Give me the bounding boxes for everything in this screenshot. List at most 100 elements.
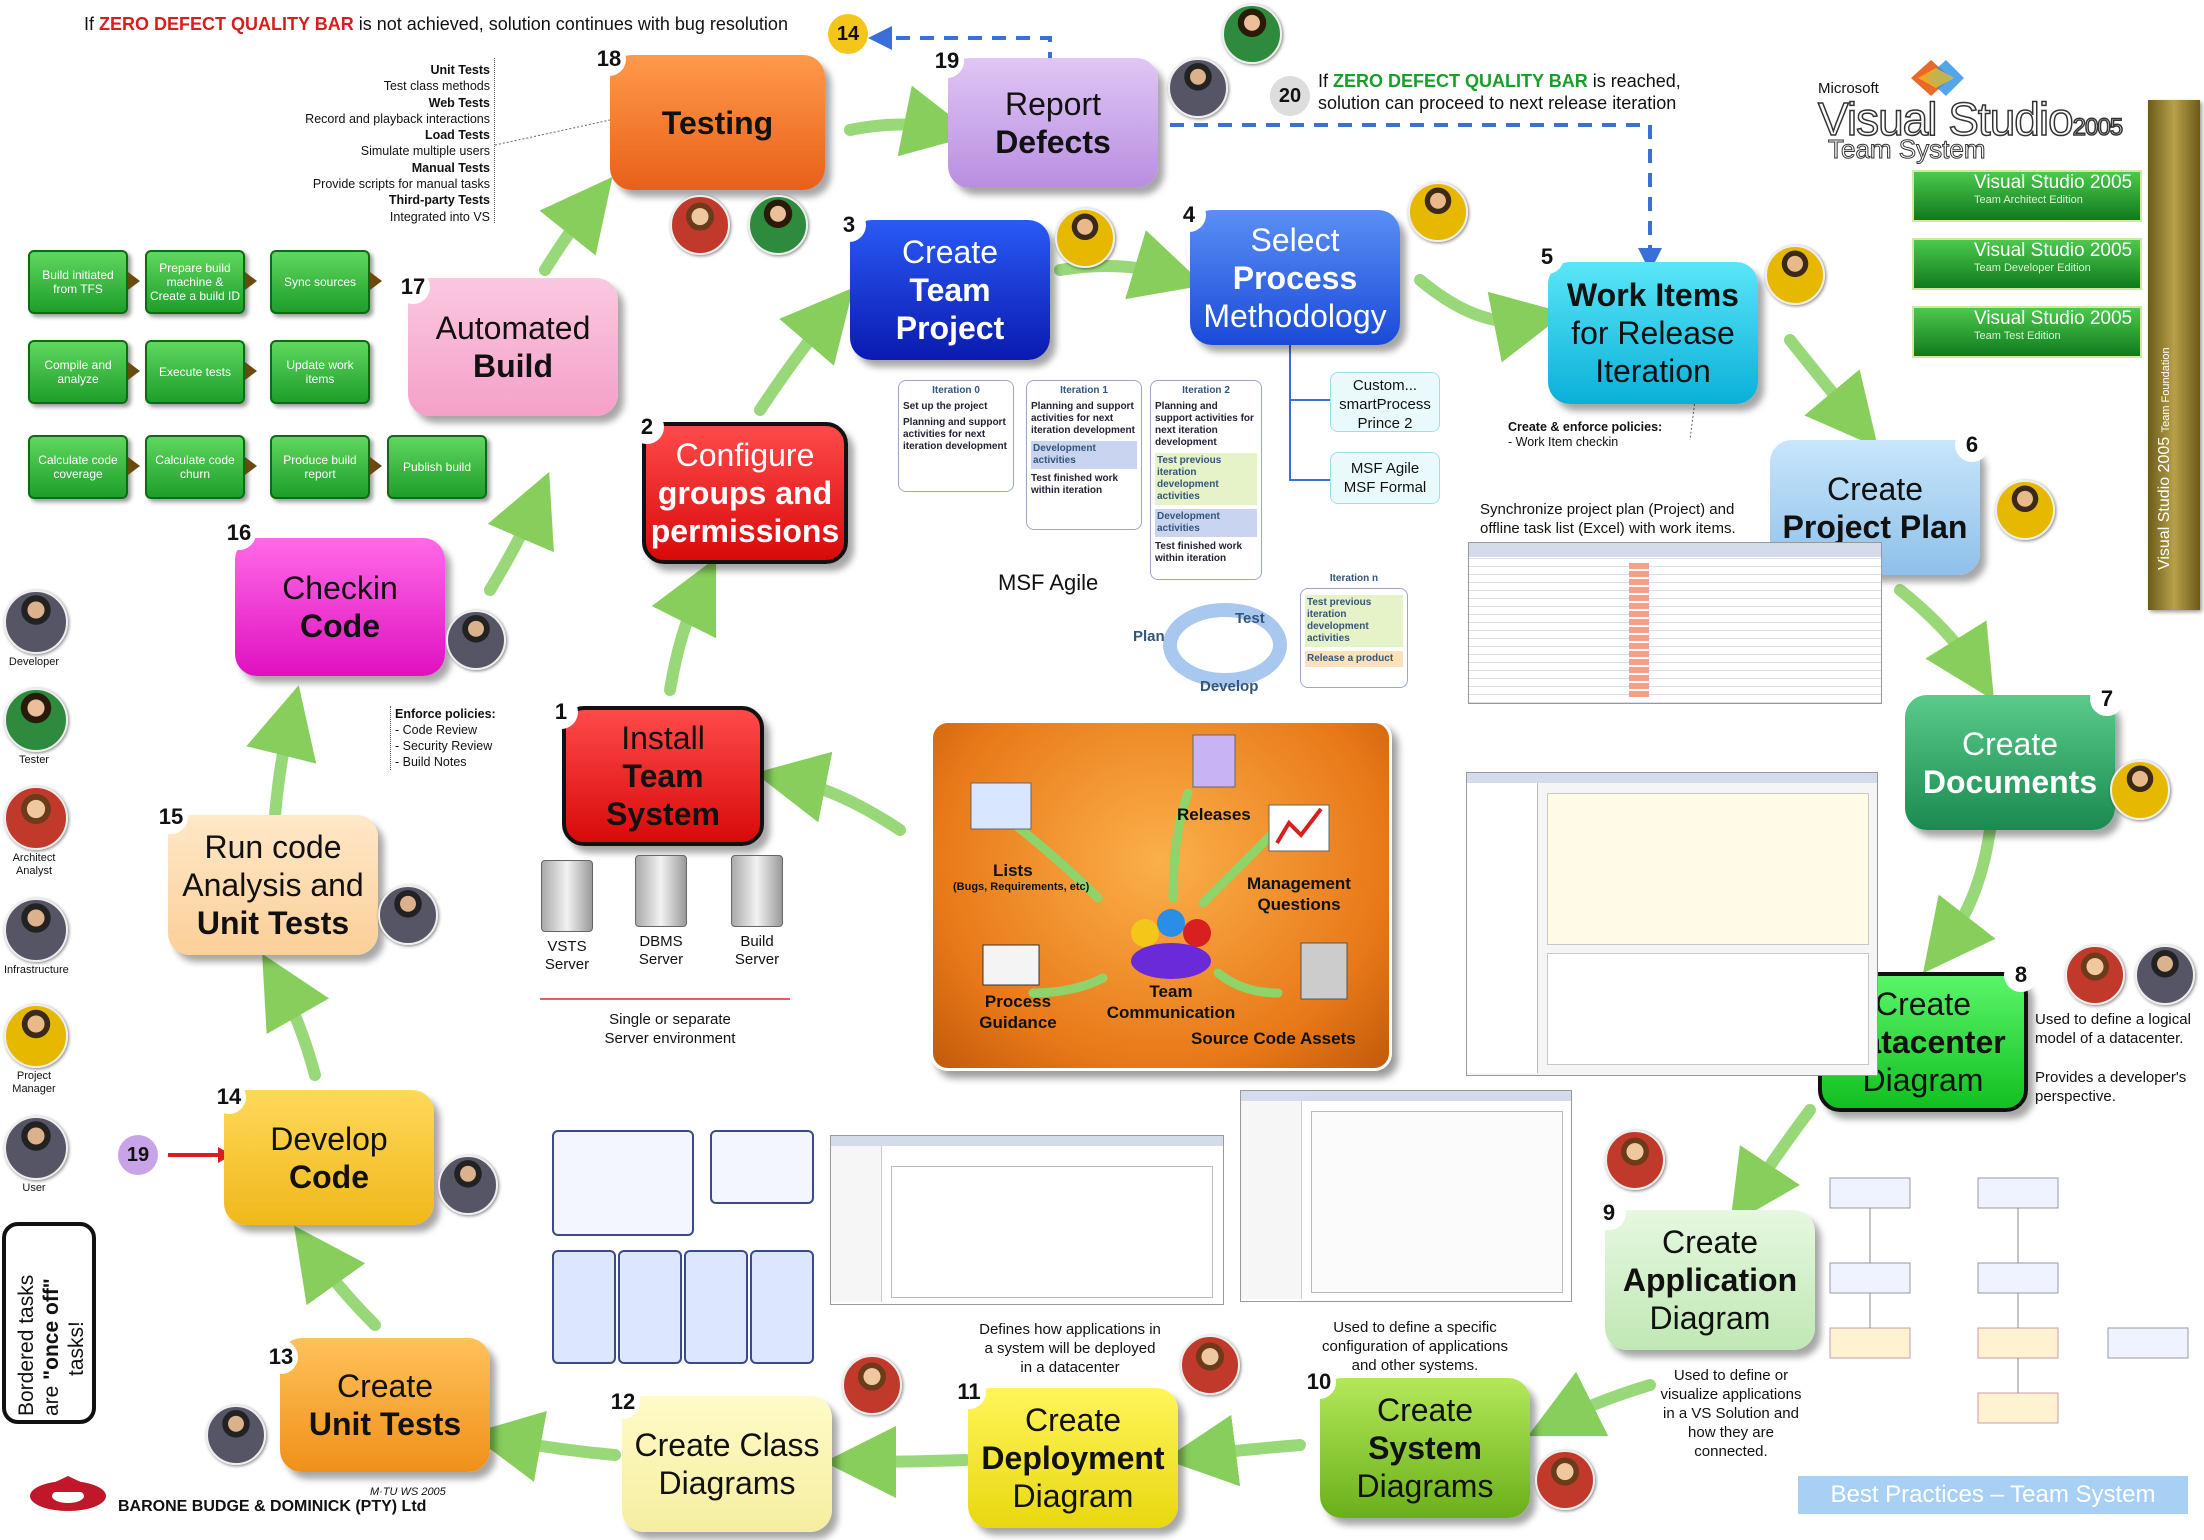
- vs-title: Visual Studio2005: [1817, 92, 2124, 146]
- server-note-l1: Single or separate: [609, 1011, 731, 1028]
- iteration-item: Release a product: [1305, 651, 1403, 667]
- step-testing-label: Testing: [661, 104, 774, 141]
- step-12-l2: Diagrams: [658, 1465, 796, 1501]
- step-17-l1: Automated: [435, 310, 591, 346]
- system-note-line: Used to define a specific: [1333, 1319, 1497, 1336]
- step-17-l2: Build: [473, 348, 553, 384]
- step-18-number: 18: [592, 42, 626, 76]
- arrow-11-12: [824, 1425, 971, 1498]
- tests-list-item: Manual Tests: [411, 160, 490, 175]
- datacenter-note-line: perspective.: [2035, 1088, 2116, 1105]
- hub-mgmt-l2: Questions: [1257, 895, 1341, 914]
- hub-lists: Lists: [993, 861, 1033, 880]
- plan-sync-note: Synchronize project plan (Project) and o…: [1480, 500, 1736, 538]
- vs-edition-sub: Team Developer Edition: [1974, 262, 2091, 274]
- developer-avatar: [378, 885, 438, 945]
- circle-14-top: 14: [828, 14, 868, 54]
- server-icon: [541, 860, 593, 932]
- vs-edition-name: Visual Studio 2005: [1974, 308, 2133, 329]
- server-label: Server: [734, 951, 780, 968]
- vs-side-sub: Team Foundation: [2160, 347, 2172, 433]
- iteration-0: Iteration 0 Set up the project Planning …: [898, 380, 1014, 492]
- company-tag: M·TU WS 2005: [370, 1486, 446, 1498]
- developer-avatar: [4, 590, 68, 654]
- cycle-develop-label: Develop: [1200, 678, 1259, 695]
- hub-guidance-l1: Process: [984, 992, 1052, 1011]
- work-item-note-item: - Work Item checkin: [1508, 435, 1619, 449]
- arrow-19-to-14: [868, 26, 1052, 90]
- step-4-number: 4: [1172, 198, 1206, 232]
- company-logo: [28, 1474, 110, 1516]
- architect-avatar: [4, 786, 68, 850]
- bordered-note-l2b: "once off": [40, 1278, 63, 1380]
- step-report-defects-l2: Defects: [995, 124, 1111, 160]
- tests-list-item: Test class methods: [383, 79, 490, 94]
- tests-list-bracket: [494, 58, 496, 223]
- developer-avatar: [1168, 58, 1228, 118]
- step-11-l2: Deployment: [981, 1440, 1165, 1476]
- deployment-note: Defines how applications in a system wil…: [960, 1320, 1180, 1377]
- work-item-policy-note: Create & enforce policies: - Work Item c…: [1508, 420, 1662, 450]
- vs-microsoft: Microsoft: [1818, 80, 1879, 97]
- persona-label: Project Manager: [12, 1070, 56, 1095]
- step-2-l2: groups and: [657, 475, 833, 511]
- tests-list-item: Web Tests: [428, 95, 490, 110]
- server-label: Build: [740, 933, 774, 950]
- step-14-l1: Develop: [270, 1120, 388, 1157]
- tester-avatar: [748, 195, 808, 255]
- step-1-l2: Team: [622, 758, 704, 794]
- application-note-line: connected.: [1694, 1443, 1768, 1460]
- build-step: Prepare build machine & Create a build I…: [145, 250, 245, 314]
- persona-architect: Architect Analyst: [4, 786, 68, 878]
- step-testing[interactable]: Testing: [610, 55, 825, 190]
- arrow-12-13: [469, 1411, 621, 1482]
- server-icon: [635, 855, 687, 927]
- pm-avatar: [1055, 208, 1115, 268]
- cycle-test-label: Test: [1235, 610, 1265, 627]
- application-note-line: visualize applications: [1660, 1386, 1802, 1403]
- best-practices-banner: Best Practices – Team System: [1798, 1476, 2188, 1514]
- arrow-13-14: [294, 1225, 381, 1331]
- deployment-note-line: in a datacenter: [1020, 1359, 1120, 1376]
- pm-avatar: [1765, 245, 1825, 305]
- hub-releases: Releases: [1177, 805, 1251, 824]
- step-6-number: 6: [1955, 428, 1989, 462]
- vs-title-text: Visual Studio: [1817, 92, 2074, 146]
- tests-list-item: Load Tests: [424, 128, 490, 143]
- system-note-line: and other systems.: [1351, 1357, 1479, 1374]
- checkin-note-item: - Build Notes: [395, 755, 467, 769]
- application-note-line: how they are: [1688, 1424, 1774, 1441]
- arrow-5-6: [1784, 334, 1879, 448]
- plan-test-develop-cycle: [1163, 603, 1287, 687]
- build-step: Calculate code churn: [145, 435, 245, 499]
- circle-19-left: 19: [118, 1135, 158, 1175]
- datacenter-note: Used to define a logical model of a data…: [2035, 1010, 2191, 1106]
- infra-avatar: [4, 898, 68, 962]
- tester-avatar: [4, 688, 68, 752]
- step-1-number: 1: [544, 695, 578, 729]
- persona-tester: Tester: [4, 688, 68, 767]
- iteration-item: Test finished work within iteration: [1031, 473, 1119, 496]
- tests-list-item: Third-party Tests: [388, 193, 490, 208]
- plan-note-l2: offline task list (Excel) with work item…: [1480, 520, 1736, 537]
- server-dbms: DBMS Server: [626, 855, 696, 969]
- deployment-note-line: Defines how applications in: [979, 1321, 1161, 1338]
- step-9-l3: Diagram: [1649, 1300, 1771, 1336]
